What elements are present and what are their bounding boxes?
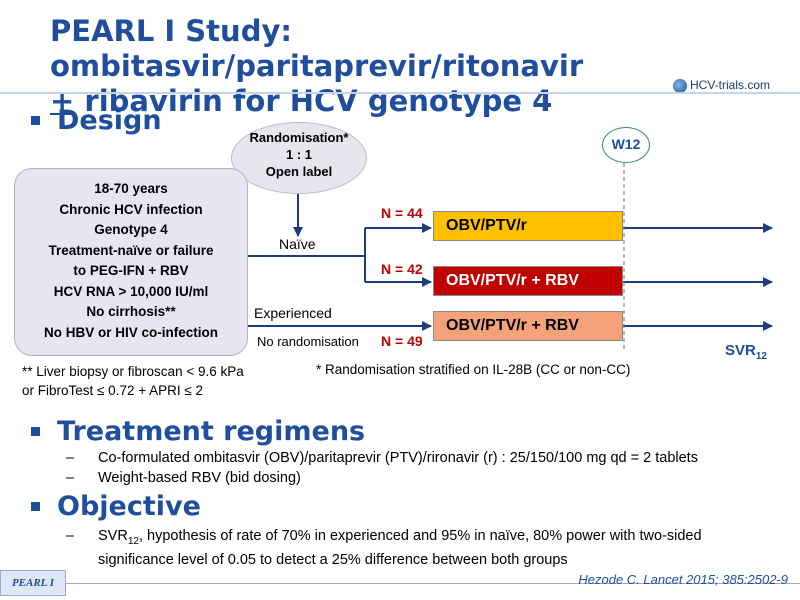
arm3-n-label: N = 49: [381, 333, 423, 349]
bullet-square-icon: [31, 502, 40, 511]
no-randomisation-label: No randomisation: [257, 334, 359, 349]
title-line-1: PEARL I Study: ombitasvir/paritaprevir/r…: [50, 14, 584, 83]
objective-svr-subscript: 12: [127, 535, 139, 547]
randomisation-label: Open label: [265, 164, 333, 179]
dash-icon: –: [66, 528, 75, 544]
citation: Hezode C. Lancet 2015; 385:2502-9: [578, 572, 788, 587]
endpoint-label: SVR12: [725, 342, 767, 362]
randomisation-ratio: 1 : 1: [285, 147, 312, 162]
criteria-item: Chronic HCV infection: [59, 201, 203, 217]
dash-icon: –: [66, 470, 75, 486]
plus-minus-symbol: +: [50, 84, 75, 118]
criteria-item: Treatment-naïve or failure: [48, 242, 214, 258]
biopsy-footnote: ** Liver biopsy or fibroscan < 9.6 kPa o…: [22, 362, 244, 400]
week12-marker: W12: [602, 127, 650, 163]
regimens-heading: Treatment regimens: [57, 416, 366, 447]
objective-line-2: significance level of 0.05 to detect a 2…: [98, 551, 568, 568]
naive-label: Naïve: [279, 236, 316, 252]
endpoint-subscript: 12: [755, 351, 767, 362]
objective-line-1: SVR12, hypothesis of rate of 70% in expe…: [98, 527, 798, 551]
slide-title: PEARL I Study: ombitasvir/paritaprevir/r…: [50, 14, 780, 119]
footnote-line: ** Liver biopsy or fibroscan < 9.6 kPa: [22, 364, 244, 379]
experienced-label: Experienced: [254, 305, 332, 321]
bullet-square-icon: [31, 427, 40, 436]
objective-line-1-text: , hypothesis of rate of 70% in experienc…: [138, 528, 702, 544]
objective-heading: Objective: [57, 491, 201, 522]
design-heading: Design: [57, 105, 162, 136]
randomisation-bubble: Randomisation* 1 : 1 Open label: [231, 122, 367, 194]
title-divider: [0, 92, 800, 94]
objective-svr: SVR: [98, 528, 128, 544]
criteria-item: to PEG-IFN + RBV: [73, 263, 189, 278]
criteria-item: No cirrhosis**: [86, 304, 176, 319]
footnote-line: or FibroTest ≤ 0.72 + APRI ≤ 2: [22, 383, 204, 398]
arm1-box: OBV/PTV/r: [433, 211, 623, 241]
arm2-n-label: N = 42: [381, 261, 423, 277]
criteria-item: HCV RNA > 10,000 IU/ml: [53, 283, 209, 299]
objective-text: SVR12, hypothesis of rate of 70% in expe…: [98, 527, 798, 570]
regimen-item: Co-formulated ombitasvir (OBV)/paritapre…: [98, 450, 698, 466]
bullet-square-icon: [31, 116, 40, 125]
globe-icon: [672, 78, 687, 93]
study-badge: PEARL I: [0, 570, 66, 596]
criteria-item: 18-70 years: [94, 181, 168, 196]
site-logo[interactable]: HCV-trials.com: [672, 78, 770, 93]
dash-icon: –: [66, 450, 75, 466]
title-line-2: + ribavirin for HCV genotype 4: [50, 84, 780, 119]
arm1-n-label: N = 44: [381, 205, 423, 221]
arm2-box: OBV/PTV/r + RBV: [433, 266, 623, 296]
title-line-2-text: ribavirin for HCV genotype 4: [74, 84, 553, 118]
criteria-item: No HBV or HIV co-infection: [43, 324, 218, 340]
criteria-item: Genotype 4: [94, 222, 168, 237]
randomisation-line: Randomisation*: [249, 130, 349, 145]
regimen-item: Weight-based RBV (bid dosing): [98, 470, 301, 486]
logo-text: HCV-trials.com: [689, 78, 770, 92]
arm3-box: OBV/PTV/r + RBV: [433, 311, 623, 341]
endpoint-text: SVR: [725, 342, 756, 359]
stratification-footnote: * Randomisation stratified on IL-28B (CC…: [316, 362, 631, 377]
footer-divider: [66, 583, 800, 584]
inclusion-criteria-box: 18-70 years Chronic HCV infection Genoty…: [14, 168, 248, 356]
